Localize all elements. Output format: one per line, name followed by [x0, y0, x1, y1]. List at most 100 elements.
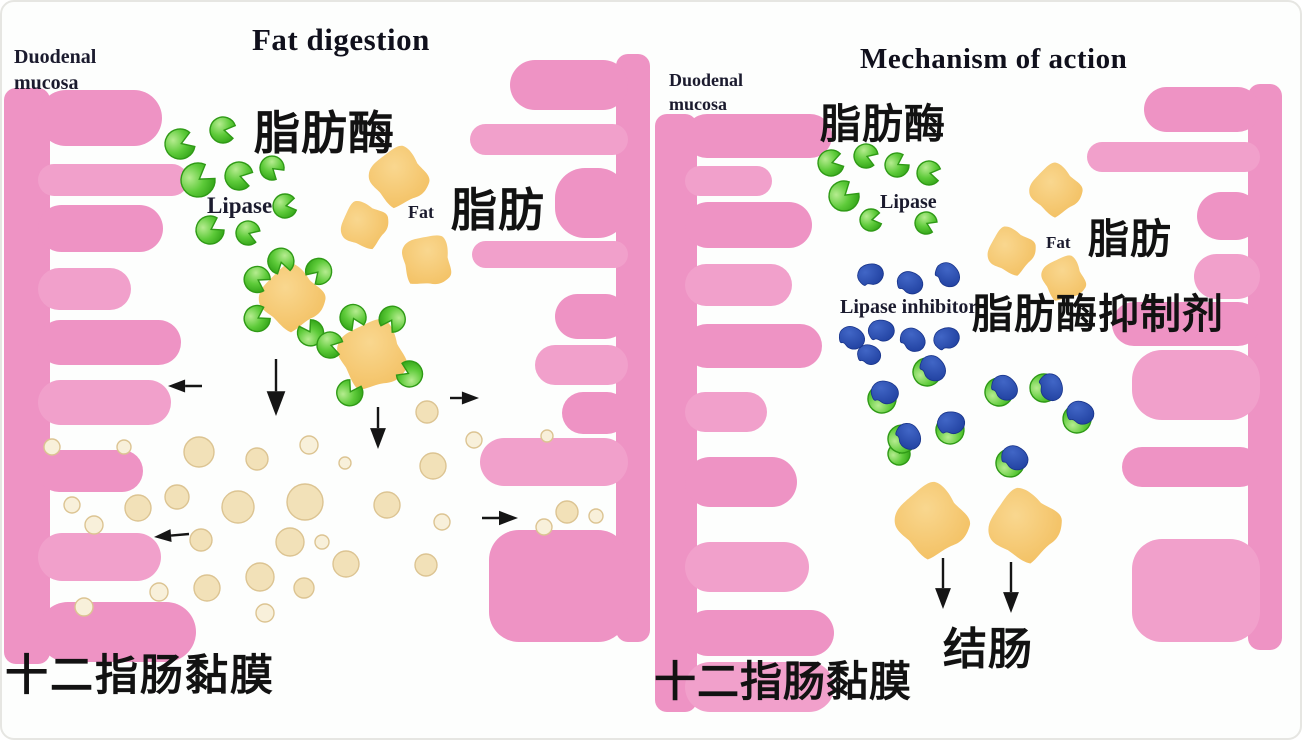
- mucosa-villus: [685, 114, 832, 158]
- lipase-enzyme: [815, 148, 845, 179]
- fat-droplet: [338, 456, 352, 470]
- lipase-enzyme: [161, 125, 198, 163]
- inhibited-lipase-complex: [862, 372, 907, 417]
- fat-droplet: [221, 490, 255, 524]
- mucosa-villus: [38, 205, 163, 252]
- flow-arrow: [935, 558, 951, 609]
- right-panel-left-mucosa: [655, 114, 834, 712]
- right-lipase-label-cn: 脂肪酶: [820, 101, 946, 147]
- right-lipase-inhibitor-label-cn: 脂肪酶抑制剂: [972, 291, 1224, 337]
- mucosa-villus: [489, 530, 628, 642]
- flow-arrow: [370, 407, 386, 449]
- fat-droplet: [415, 400, 439, 424]
- mucosa-villus: [1122, 447, 1260, 487]
- lipase-enzyme: [208, 115, 236, 145]
- flow-arrow: [1003, 562, 1019, 613]
- lipase-enzyme: [915, 159, 941, 187]
- lipase-inhibitor-molecule: [930, 323, 963, 355]
- lipase-enzyme: [394, 357, 427, 391]
- fat-droplet: [245, 562, 275, 592]
- lipase-enzyme: [858, 208, 882, 233]
- fat-molecule: [258, 263, 326, 333]
- lipase-inhibitor-molecule: [1066, 400, 1095, 425]
- lipase-inhibitor-molecule: [895, 270, 924, 296]
- fat-molecule: [337, 319, 408, 391]
- mucosa-villus: [1112, 302, 1260, 346]
- mucosa-villus: [510, 60, 628, 110]
- left-fat-label-en: Fat: [408, 202, 434, 222]
- lipase-inhibitor-molecule: [897, 324, 930, 355]
- fat-droplet: [74, 597, 94, 617]
- lipase-enzyme: [911, 208, 939, 237]
- right-duodenal-mucosa-line1: Duodenal: [669, 70, 744, 90]
- fat-droplet: [84, 515, 104, 535]
- fat-droplet: [299, 435, 319, 455]
- lipase-enzyme: [314, 329, 344, 360]
- fat-droplet: [419, 452, 447, 480]
- lipase-inhibitor-molecule: [857, 344, 882, 365]
- right-duodenal-mucosa-line2: mucosa: [669, 94, 727, 114]
- mucosa-villus: [535, 345, 628, 385]
- right-panel-right-mucosa: [1087, 84, 1282, 650]
- mucosa-villus: [38, 533, 161, 581]
- fat-droplet: [193, 574, 221, 602]
- left-duodenal-mucosa-label-cn: 十二指肠黏膜: [5, 652, 275, 700]
- left-duodenal-mucosa-line1: Duodenal: [14, 46, 97, 68]
- inhibited-lipase-complex: [983, 369, 1024, 409]
- lipase-enzyme: [881, 149, 912, 181]
- right-lipase-label-en: Lipase: [880, 191, 937, 213]
- fat-molecule: [1029, 162, 1083, 218]
- inhibited-lipase-complex: [883, 414, 930, 460]
- lipase-enzyme: [191, 212, 228, 249]
- inhibited-lipase-complex: [1058, 394, 1101, 437]
- flow-arrow: [168, 379, 202, 393]
- inhibited-lipase-complex: [996, 442, 1032, 476]
- right-duodenal-mucosa-label: Duodenal mucosa: [669, 68, 743, 116]
- fat-lipase-complex: [239, 245, 337, 350]
- lipase-inhibitor-molecule: [867, 318, 896, 344]
- mucosa-villus: [685, 457, 797, 507]
- mucosa-villus: [562, 392, 628, 434]
- mucosa-villus: [38, 602, 196, 662]
- fat-droplet: [189, 528, 213, 552]
- fat-lipase-complex: [314, 300, 427, 410]
- lipase-enzyme: [239, 262, 273, 297]
- lipase-inhibitor-molecule: [935, 408, 967, 437]
- lipase-enzyme: [332, 377, 367, 411]
- fat-droplet: [332, 550, 360, 578]
- mucosa-villus: [38, 380, 171, 425]
- right-lipase-inhibitor-label-en: Lipase inhibitor: [840, 296, 978, 318]
- lipase-enzyme: [239, 302, 273, 337]
- fat-droplet: [63, 496, 81, 514]
- mucosa-villus: [1132, 539, 1260, 642]
- mucosa-villus: [38, 450, 143, 492]
- fat-droplet: [433, 513, 451, 531]
- lipase-enzyme: [255, 151, 288, 184]
- fat-droplet: [293, 577, 315, 599]
- fat-molecule: [987, 226, 1036, 276]
- fat-droplet: [164, 484, 190, 510]
- fat-molecule: [340, 201, 389, 250]
- lipase-inhibitor-molecule: [998, 442, 1031, 473]
- fat-droplet: [414, 553, 438, 577]
- lipase-inhibitor-molecule: [1035, 370, 1068, 405]
- left-lipase-label-cn: 脂肪酶: [254, 107, 395, 159]
- flow-arrow: [450, 391, 479, 405]
- fat-droplet: [373, 491, 401, 519]
- mucosa-villus: [472, 241, 628, 268]
- fat-droplet: [275, 527, 305, 557]
- mucosa-villus: [38, 320, 181, 365]
- lipase-enzyme: [375, 301, 410, 335]
- fat-droplet: [116, 439, 132, 455]
- mucosa-villus: [685, 166, 772, 196]
- fat-droplet: [540, 429, 554, 443]
- mucosa-villus: [685, 392, 767, 432]
- lipase-enzyme: [174, 158, 219, 204]
- mucosa-villus: [1194, 254, 1260, 299]
- mucosa-villus: [1132, 350, 1260, 420]
- fat-droplet: [555, 500, 579, 524]
- undigested-fat-to-colon: [894, 481, 971, 560]
- fat-droplet: [124, 494, 152, 522]
